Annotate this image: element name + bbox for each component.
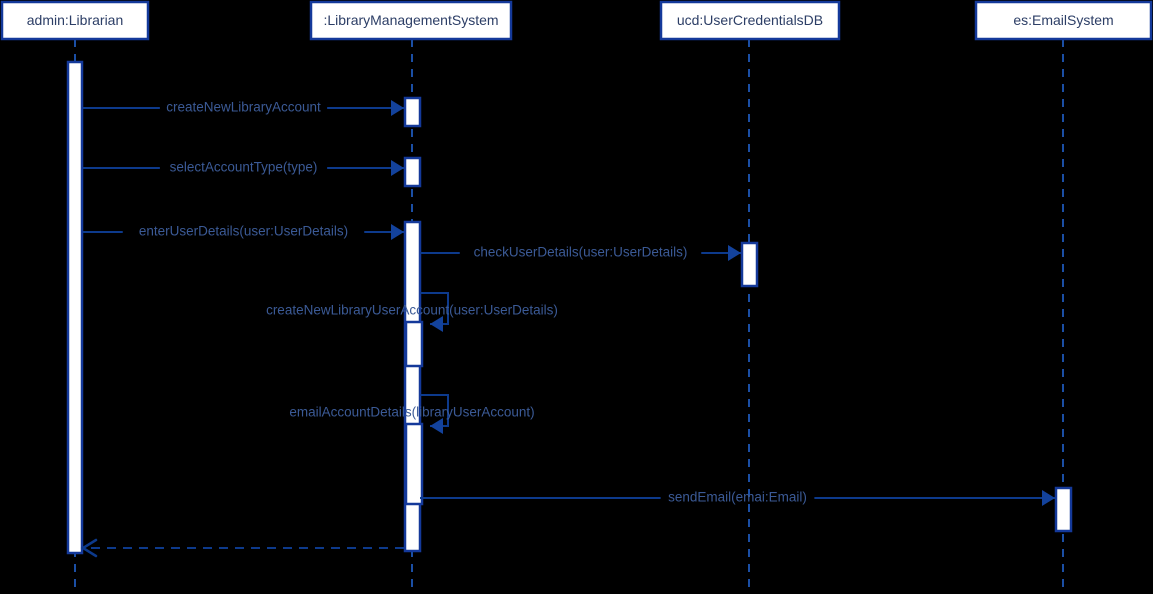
participant-ucd[interactable]: ucd:UserCredentialsDB — [659, 0, 841, 41]
participant-heads-layer: admin:Librarian :LibraryManagementSystem u… — [0, 0, 1153, 41]
arrowhead-filled — [430, 316, 443, 332]
arrowhead-filled — [391, 160, 404, 176]
message-m2[interactable]: selectAccountType(type) — [83, 160, 404, 176]
message-m7[interactable]: sendEmail(emai:Email) — [420, 490, 1055, 506]
activation-bar-lms — [403, 96, 422, 128]
lifelines-layer — [74, 39, 1064, 594]
message-label: selectAccountType(type) — [170, 160, 318, 175]
message-label: checkUserDetails(user:UserDetails) — [474, 245, 688, 260]
participant-label: ucd:UserCredentialsDB — [677, 12, 823, 28]
messages-layer: createNewLibraryAccount selectAccountType… — [80, 100, 1055, 558]
participant-box — [0, 0, 150, 41]
activation-bar-es — [1054, 486, 1073, 533]
message-m8[interactable] — [80, 538, 404, 558]
participant-admin[interactable]: admin:Librarian — [0, 0, 150, 41]
participant-box — [974, 0, 1153, 41]
message-label: createNewLibraryAccount — [166, 100, 321, 115]
participant-box — [659, 0, 841, 41]
message-m6[interactable]: emailAccountDetails(libraryUserAccount) — [289, 394, 535, 434]
participant-lms[interactable]: :LibraryManagementSystem — [309, 0, 513, 41]
activation-bar-lms — [404, 320, 424, 368]
activation-bar-lms — [404, 422, 424, 506]
message-label: emailAccountDetails(libraryUserAccount) — [289, 405, 534, 420]
participant-es[interactable]: es:EmailSystem — [974, 0, 1153, 41]
arrowhead-filled — [430, 418, 443, 434]
arrowhead-filled — [391, 224, 404, 240]
message-label: createNewLibraryUserAccount(user:UserDet… — [266, 303, 558, 318]
activation-bar-admin — [66, 60, 84, 555]
message-label: sendEmail(emai:Email) — [668, 490, 807, 505]
activations-layer — [66, 60, 1073, 555]
message-label: enterUserDetails(user:UserDetails) — [139, 224, 348, 239]
arrowhead-open — [80, 538, 98, 558]
message-m5[interactable]: createNewLibraryUserAccount(user:UserDet… — [266, 292, 558, 332]
participant-box — [309, 0, 513, 41]
arrowhead-filled — [1042, 490, 1055, 506]
message-m4[interactable]: checkUserDetails(user:UserDetails) — [420, 245, 741, 261]
participant-label: :LibraryManagementSystem — [323, 12, 498, 28]
arrowhead-filled — [728, 245, 741, 261]
activation-bar-ucd — [740, 241, 759, 288]
arrowhead-filled — [391, 100, 404, 116]
message-m3[interactable]: enterUserDetails(user:UserDetails) — [83, 224, 404, 240]
message-m1[interactable]: createNewLibraryAccount — [83, 100, 404, 116]
participant-label: admin:Librarian — [27, 12, 124, 28]
activation-bar-lms — [403, 156, 422, 188]
participant-label: es:EmailSystem — [1013, 12, 1113, 28]
